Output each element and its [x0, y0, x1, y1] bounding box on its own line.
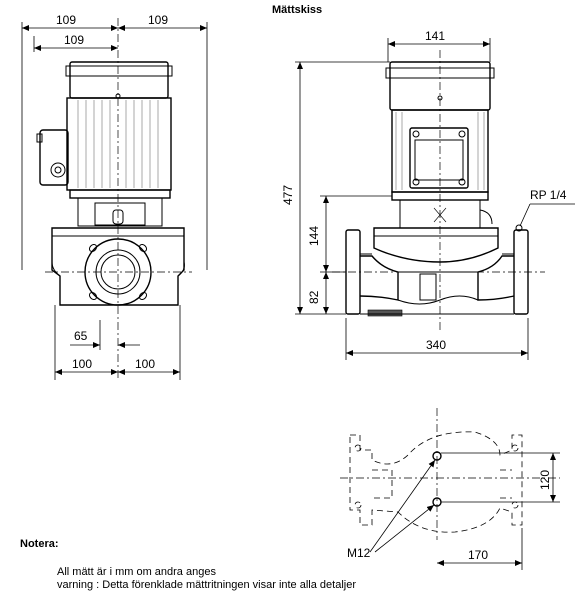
dim-bolt-size: M12 — [347, 546, 371, 560]
dim-top-right: 109 — [148, 13, 168, 27]
dim-height-lower: 82 — [307, 290, 321, 304]
dim-motor-width: 141 — [425, 29, 445, 43]
notes-line-1: All mätt är i mm om andra anges — [57, 566, 216, 578]
flange-view: 120 170 M12 — [340, 408, 560, 570]
dim-height-upper: 144 — [307, 226, 321, 246]
dim-top-left: 109 — [56, 13, 76, 27]
dim-bolt-offset: 170 — [468, 548, 488, 562]
dim-total-height: 477 — [281, 185, 295, 205]
side-view: 141 — [281, 29, 575, 360]
dim-top-inner: 109 — [64, 33, 84, 47]
drawing-title: Mättskiss — [272, 4, 322, 16]
dim-bottom-offset: 65 — [74, 329, 88, 343]
notes-heading: Notera: — [20, 538, 59, 550]
dim-bottom-left: 100 — [72, 357, 92, 371]
dim-flange-length: 340 — [426, 338, 446, 352]
front-view: 109 109 109 — [21, 13, 208, 380]
dim-bottom-right: 100 — [135, 357, 155, 371]
notes-line-2: varning : Detta förenklade mättritningen… — [57, 579, 356, 591]
dim-bolt-spacing: 120 — [538, 470, 552, 490]
dim-port-size: RP 1/4 — [530, 188, 567, 202]
